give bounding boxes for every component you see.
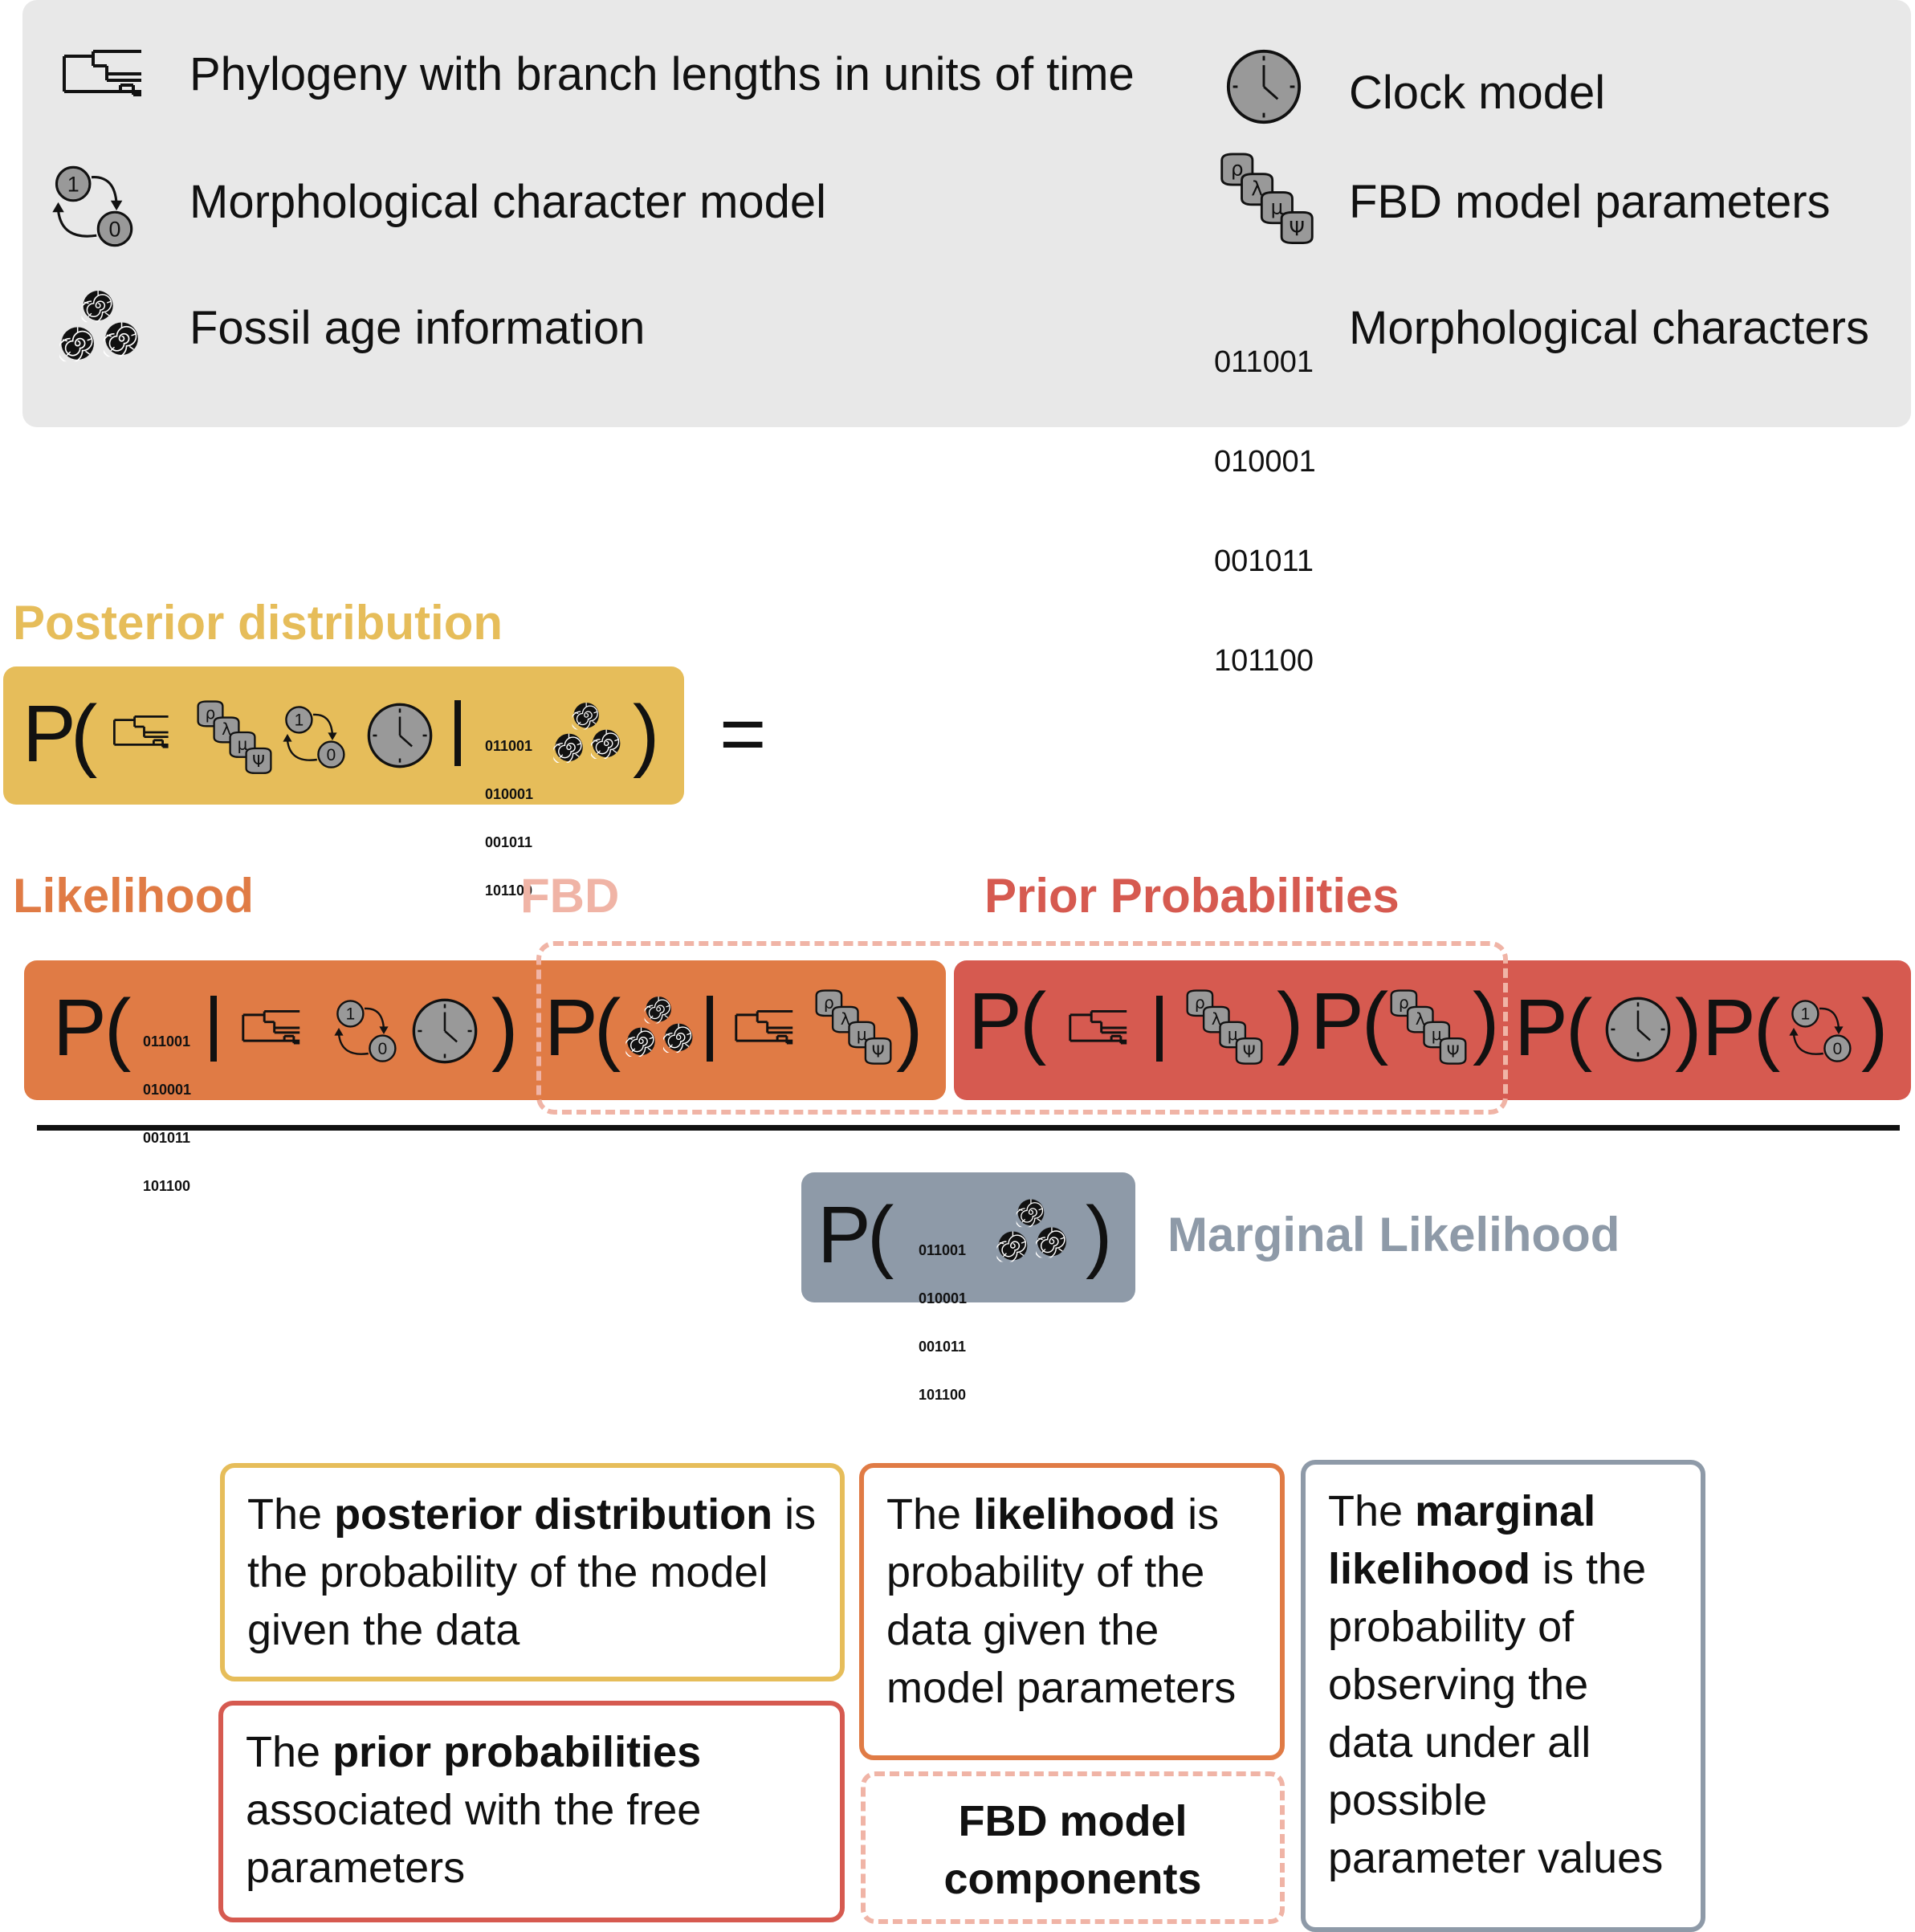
given-bar (1156, 996, 1163, 1062)
heading-marginal: Marginal Likelihood (1167, 1208, 1620, 1262)
prior-clock-close-paren: ) (1675, 983, 1702, 1073)
prior-tree-open-paren: ( (1020, 976, 1047, 1066)
binary-row: 101100 (143, 1178, 191, 1194)
fbd-parameters-icon (194, 700, 275, 781)
phylogeny-icon (100, 715, 183, 749)
likelihood-box (24, 960, 946, 1100)
prior-tree-P: P (968, 976, 1022, 1066)
fbd-fossil-open-paren: ( (594, 983, 621, 1073)
prior-charmodel-close-paren: ) (1861, 983, 1889, 1073)
fbd-fossil-close-paren: ) (896, 983, 923, 1073)
fbd-dashed-outline (536, 941, 1508, 1115)
desc-bold-text: FBD model components (943, 1797, 1202, 1903)
marginal-description: The marginal likelihood is the probabili… (1301, 1460, 1705, 1932)
desc-text: The (1328, 1487, 1416, 1535)
prior-charmodel-open-paren: ( (1754, 983, 1781, 1073)
binary-row: 001011 (1214, 544, 1314, 578)
fbd-parameters-icon (1217, 153, 1317, 252)
fossil-icon (994, 1196, 1078, 1269)
binary-row: 011001 (143, 1033, 191, 1050)
character-model-icon (332, 996, 397, 1066)
character-model-icon (281, 702, 345, 772)
desc-text: The (247, 1490, 335, 1539)
marginal-close-paren: ) (1086, 1190, 1113, 1280)
desc-bold-text: marginal likelihood (1328, 1487, 1596, 1593)
prior-clock-P: P (1514, 983, 1568, 1073)
given-bar (210, 996, 217, 1062)
legend-label-phylogeny: Phylogeny with branch lengths in units o… (189, 48, 1135, 100)
desc-bold-text: prior probabilities (332, 1728, 702, 1776)
likelihood-close-paren: ) (491, 983, 519, 1073)
likelihood-description: The likelihood is probability of the dat… (859, 1463, 1285, 1760)
binary-row: 001011 (485, 834, 533, 850)
posterior-P: P (22, 689, 76, 779)
binary-row: 101100 (485, 882, 533, 899)
heading-fbd: FBD (520, 869, 620, 923)
binary-row: 010001 (143, 1082, 192, 1098)
legend-panel (22, 0, 1911, 427)
legend-label-clock: Clock model (1349, 67, 1606, 119)
desc-text: is the probability of the model given th… (247, 1490, 817, 1654)
marginal-open-paren: ( (867, 1190, 894, 1280)
prior-description: The prior probabilities associated with … (218, 1701, 845, 1922)
binary-matrix-icon: 011001 010001 001011 101100 (143, 1001, 191, 1210)
binary-row: 011001 (919, 1242, 967, 1258)
desc-text: associated with the free parameters (246, 1786, 702, 1892)
binary-row: 101100 (919, 1387, 967, 1403)
heading-prior: Prior Probabilities (984, 869, 1400, 923)
binary-matrix-icon: 011001 010001 001011 101100 (485, 705, 533, 915)
legend-label-fbd-parameters: FBD model parameters (1349, 176, 1831, 228)
desc-bold-text: posterior distribution (334, 1490, 773, 1539)
clock-icon (411, 997, 479, 1065)
fraction-line (37, 1125, 1900, 1131)
heading-posterior: Posterior distribution (13, 596, 503, 650)
clock-icon (1604, 996, 1672, 1063)
prior-fbd-P: P (1310, 976, 1364, 1066)
desc-text: The (246, 1728, 333, 1776)
clock-icon (366, 702, 434, 769)
clock-icon (1225, 48, 1302, 125)
binary-row: 001011 (143, 1130, 191, 1146)
fossil-icon (551, 700, 631, 769)
character-model-icon (1787, 996, 1852, 1066)
legend-label-fossil: Fossil age information (189, 302, 646, 354)
binary-row: 011001 (485, 738, 533, 754)
fbd-fossil-P: P (544, 983, 598, 1073)
legend-label-morph-characters: Morphological characters (1349, 302, 1869, 354)
binary-row: 101100 (1214, 644, 1314, 678)
legend-label-character-model: Morphological character model (189, 176, 827, 228)
binary-matrix-icon: 011001 010001 001011 101100 (919, 1209, 967, 1419)
likelihood-P: P (53, 983, 107, 1073)
character-model-icon (50, 161, 133, 252)
marginal-box (801, 1172, 1135, 1302)
prior-clock-open-paren: ( (1566, 983, 1593, 1073)
binary-row: 001011 (919, 1339, 967, 1355)
binary-row: 010001 (485, 786, 534, 802)
binary-row: 010001 (1214, 445, 1316, 479)
binary-row: 011001 (1214, 345, 1314, 379)
given-bar (454, 700, 461, 766)
binary-row: 010001 (919, 1290, 968, 1306)
prior-tree-close-paren: ) (1277, 976, 1304, 1066)
fbd-description: FBD model components (861, 1771, 1285, 1924)
prior-fbd-open-paren: ( (1362, 976, 1389, 1066)
phylogeny-icon (42, 50, 164, 98)
heading-likelihood: Likelihood (13, 869, 254, 923)
phylogeny-icon (228, 1010, 315, 1045)
prior-charmodel-P: P (1702, 983, 1756, 1073)
desc-text: is probability of the data given the mod… (886, 1490, 1237, 1712)
fossil-icon (56, 289, 151, 368)
posterior-description: The posterior distribution is the probab… (220, 1463, 845, 1681)
binary-matrix-icon: 011001 010001 001011 101100 (1214, 278, 1316, 711)
given-bar (707, 996, 713, 1062)
posterior-open-paren: ( (71, 689, 98, 779)
desc-text: The (886, 1490, 974, 1539)
desc-text: is the probability of observing the data… (1328, 1545, 1664, 1882)
desc-bold-text: likelihood (973, 1490, 1176, 1539)
likelihood-open-paren: ( (104, 983, 132, 1073)
equals-sign: = (719, 689, 767, 779)
prior-fbd-close-paren: ) (1473, 976, 1500, 1066)
marginal-P: P (817, 1190, 871, 1280)
posterior-close-paren: ) (633, 689, 660, 779)
